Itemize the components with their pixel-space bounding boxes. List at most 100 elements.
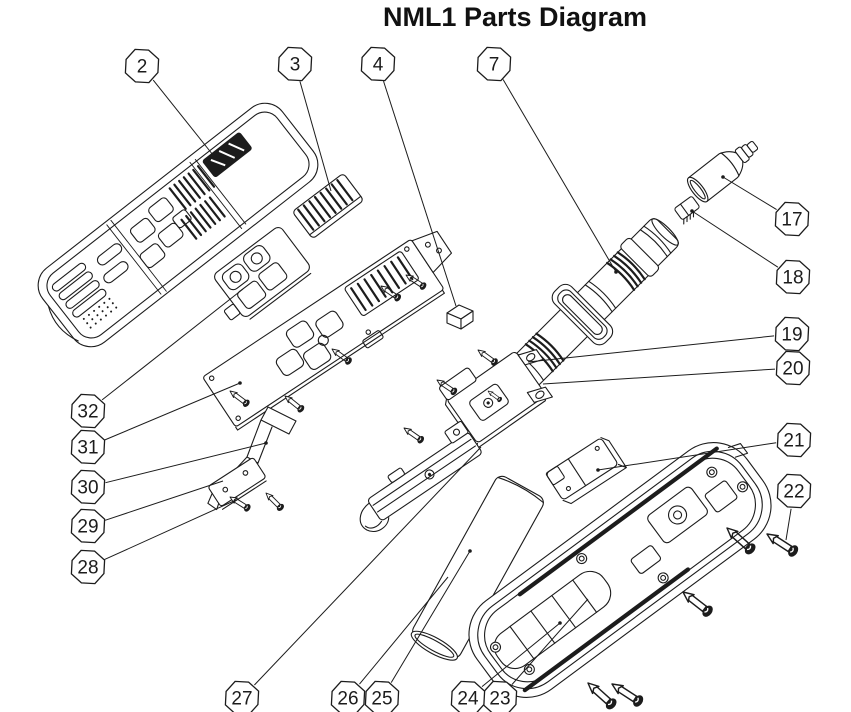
- speaker-dots: [82, 297, 118, 329]
- leader-dot-31: [238, 381, 242, 385]
- leader-line-17: [722, 176, 777, 211]
- leader-line-32: [101, 288, 244, 401]
- leader-line-26: [359, 576, 449, 685]
- callout-bubble-30: [70, 469, 106, 505]
- leader-dot-17: [721, 175, 725, 179]
- callout-number-30: 30: [77, 478, 98, 499]
- part-21-connector-box: [545, 437, 627, 505]
- callout-31: 31: [70, 381, 242, 465]
- callout-number-4: 4: [373, 55, 384, 76]
- leader-line-4: [383, 80, 457, 307]
- callout-23: 23: [482, 598, 589, 712]
- callout-number-20: 20: [782, 359, 803, 380]
- leader-line-19: [527, 335, 775, 363]
- callout-number-25: 25: [371, 689, 392, 710]
- diagram-title: NML1 Parts Diagram: [382, 2, 648, 32]
- callout-bubble-19: [774, 316, 810, 352]
- callout-number-31: 31: [77, 438, 98, 459]
- callout-number-32: 32: [77, 402, 98, 423]
- callout-30: 30: [70, 441, 268, 505]
- leader-line-23: [511, 598, 589, 685]
- callout-number-23: 23: [489, 689, 510, 710]
- callout-26: 26: [330, 576, 449, 712]
- callout-19: 19: [527, 316, 810, 363]
- callout-3: 3: [277, 46, 332, 192]
- callout-bubble-25: [364, 680, 400, 712]
- leader-line-3: [299, 81, 332, 192]
- callout-number-2: 2: [137, 57, 148, 78]
- callout-27: 27: [224, 446, 482, 712]
- callout-number-7: 7: [489, 55, 500, 76]
- callout-bubble-29: [70, 508, 106, 544]
- callout-22: 22: [776, 473, 812, 541]
- callout-bubble-20: [775, 350, 811, 386]
- callout-number-18: 18: [782, 268, 803, 289]
- callout-bubble-26: [330, 680, 366, 712]
- leader-line-31: [104, 382, 241, 441]
- part-23-24-bottom-housing: [468, 442, 772, 698]
- leader-line-7: [502, 79, 617, 273]
- callout-4: 4: [360, 46, 457, 307]
- callout-24: 24: [450, 621, 562, 712]
- callout-bubble-17: [774, 201, 810, 237]
- callout-number-17: 17: [781, 210, 802, 231]
- callout-29: 29: [70, 480, 224, 544]
- callout-bubble-7: [476, 46, 512, 82]
- callout-bubble-24: [450, 680, 486, 712]
- part-2-top-housing: [37, 102, 319, 348]
- part-18-sensor-chip: [674, 196, 700, 225]
- callout-bubble-28: [70, 549, 106, 585]
- callout-number-29: 29: [77, 517, 98, 538]
- callout-bubble-31: [70, 429, 106, 465]
- leader-line-2: [152, 79, 214, 156]
- callout-number-28: 28: [77, 558, 98, 579]
- callout-18: 18: [690, 209, 811, 295]
- callout-bubble-22: [776, 473, 812, 509]
- leader-line-27: [254, 446, 482, 686]
- screw-22: [762, 528, 801, 560]
- part-29-bracket: [207, 457, 267, 511]
- callout-bubble-21: [776, 422, 812, 458]
- callout-bubble-2: [124, 48, 160, 84]
- leader-dot-24: [558, 621, 562, 625]
- part-3-ribbed-pad: [293, 174, 363, 238]
- callout-number-26: 26: [337, 689, 358, 710]
- callout-number-3: 3: [290, 55, 301, 76]
- callout-number-24: 24: [457, 689, 479, 710]
- callout-21: 21: [596, 422, 812, 472]
- part-32-button-block: [214, 227, 312, 321]
- callout-number-27: 27: [231, 689, 252, 710]
- callout-20: 20: [542, 350, 811, 386]
- callout-bubble-3: [277, 46, 313, 82]
- part-25-tube-sleeve: [410, 475, 544, 661]
- callout-bubble-27: [224, 680, 260, 712]
- leader-line-24: [481, 622, 561, 687]
- leader-line-30: [105, 442, 267, 484]
- leader-line-22: [785, 508, 792, 541]
- part-27-chassis-rail: [359, 421, 482, 533]
- callout-7: 7: [476, 46, 618, 274]
- callout-number-22: 22: [783, 482, 804, 503]
- leader-dot-2: [211, 153, 215, 157]
- part-4-block: [446, 304, 474, 330]
- leader-line-21: [597, 442, 777, 471]
- leader-dot-7: [614, 270, 618, 274]
- callout-bubble-32: [70, 393, 106, 429]
- part-7-tube-assembly: [482, 218, 679, 415]
- callout-32: 32: [70, 288, 244, 429]
- leader-line-20: [542, 368, 776, 385]
- leader-dot-25: [468, 549, 472, 553]
- leader-dot-18: [690, 209, 694, 213]
- part-20-pump-block: [439, 349, 553, 450]
- leader-line-25: [390, 550, 471, 683]
- part-17-nozzle-cap: [686, 140, 759, 203]
- callout-bubble-4: [360, 46, 396, 82]
- leader-dot-30: [264, 441, 268, 445]
- callout-25: 25: [364, 549, 472, 712]
- callout-28: 28: [70, 499, 237, 585]
- callout-number-19: 19: [781, 325, 802, 346]
- callout-number-21: 21: [783, 431, 804, 452]
